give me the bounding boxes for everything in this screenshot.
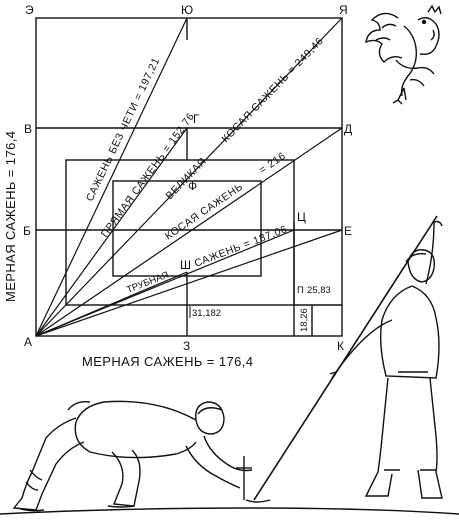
left-axis-caption: МЕРНАЯ САЖЕНЬ = 176,4	[3, 131, 18, 302]
point-label-z: З	[183, 339, 190, 353]
diagonal-bez-cheti	[35, 17, 188, 337]
label-kosaya-value: = 216	[257, 150, 288, 177]
measuring-rod	[253, 215, 438, 501]
point-label-g: Г	[193, 112, 200, 126]
point-label-sh: Ш	[180, 258, 191, 272]
diagram-frame	[35, 17, 343, 337]
label-p-value: 25,83	[307, 285, 331, 296]
standing-man-illustration	[253, 215, 443, 501]
diagonal-velikaya-kosaya	[35, 17, 343, 337]
bottom-axis-caption: МЕРНАЯ САЖЕНЬ = 176,4	[82, 354, 253, 369]
measurement-labels: П 25,83 31,182 18,26	[189, 285, 331, 332]
point-labels: Э Ю Я В Г Д Ф Б Ц Е Ш А З К	[23, 3, 352, 353]
diagonal-pryamaya	[35, 127, 188, 337]
point-label-ya: Я	[339, 3, 348, 17]
bending-man-illustration	[0, 400, 459, 515]
rooster-illustration	[365, 4, 442, 105]
diagonal-kosaya	[35, 127, 343, 337]
diagonal-a-sh	[35, 271, 188, 337]
point-label-yu: Ю	[181, 3, 193, 17]
fathom-diagonals	[35, 17, 343, 337]
point-label-v: В	[24, 122, 32, 136]
label-sh-value: 31,182	[192, 308, 221, 319]
diagonal-a-e	[35, 229, 343, 337]
point-label-b: Б	[23, 224, 31, 238]
point-label-f: Ф	[188, 179, 197, 193]
line-labels: САЖЕНЬ БЕЗ ЧЕТИ = 197,21 ПРЯМАЯ САЖЕНЬ =…	[84, 35, 326, 296]
label-velikaya: ВЕЛИКАЯ	[164, 155, 210, 202]
outer-square	[35, 17, 343, 337]
point-label-d: Д	[344, 122, 352, 136]
point-label-k: К	[337, 339, 344, 353]
point-label-a: А	[24, 335, 32, 349]
label-p-point: П	[297, 285, 304, 296]
point-label-ts: Ц	[297, 210, 306, 224]
point-label-ye: Е	[344, 224, 352, 238]
point-label-e: Э	[25, 3, 34, 17]
label-small-value: 18,26	[299, 308, 310, 332]
